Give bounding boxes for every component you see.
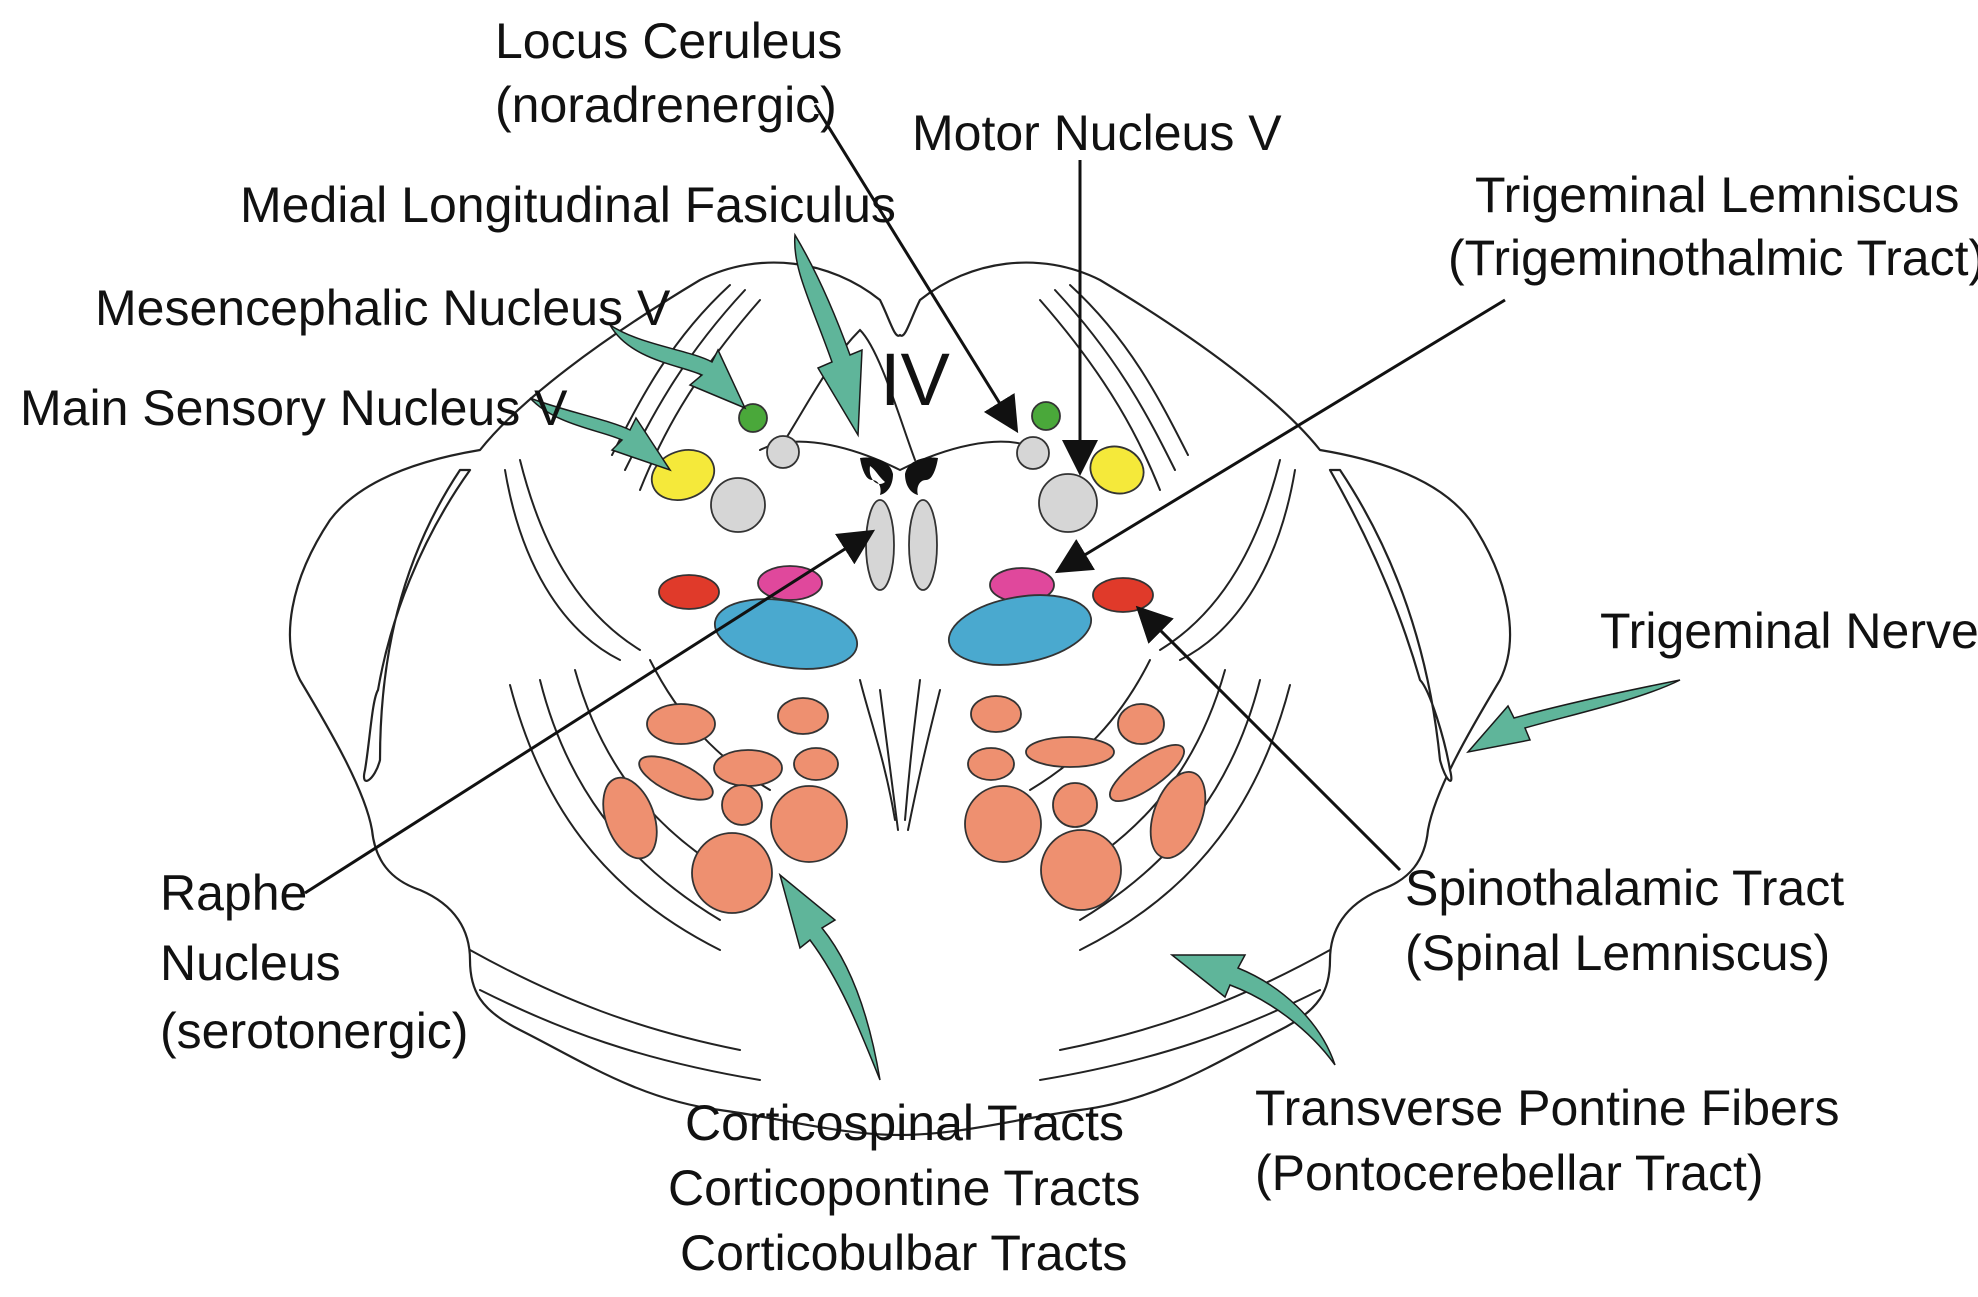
right-raphe-nucleus xyxy=(908,499,938,591)
mesencephalic-label: Mesencephalic Nucleus V xyxy=(95,280,671,336)
right-mesencephalic-nucleus xyxy=(1031,401,1061,431)
left-mesencephalic-nucleus xyxy=(738,403,768,433)
transverse-label-line2: (Pontocerebellar Tract) xyxy=(1255,1145,1764,1201)
right-motor-nucleus xyxy=(1038,473,1098,533)
trigeminal-nerve-label: Trigeminal Nerve xyxy=(1600,603,1978,659)
fourth-ventricle-label: IV xyxy=(880,338,951,421)
motor-nucleus-label: Motor Nucleus V xyxy=(912,105,1282,161)
left-mlf xyxy=(860,457,893,495)
trigeminal-lemniscus-label-line1: Trigeminal Lemniscus xyxy=(1475,167,1959,223)
spinothalamic-label-line1: Spinothalamic Tract xyxy=(1405,860,1844,916)
right-corticospinal-bundles xyxy=(964,695,1207,911)
mesencephalic-arrow-icon xyxy=(609,324,747,410)
right-locus-ceruleus xyxy=(1016,436,1050,470)
left-main-sensory-nucleus xyxy=(650,449,716,501)
right-peduncle-flap xyxy=(1328,468,1453,782)
transverse-arrow-icon xyxy=(1169,954,1336,1066)
mlf-arrow-icon xyxy=(793,232,863,438)
main-sensory-arrow-icon xyxy=(529,397,672,472)
black-pointers xyxy=(304,104,1506,895)
fourth-ventricle-outline xyxy=(784,328,916,461)
locus-ceruleus-label-line1: Locus Ceruleus xyxy=(495,13,842,69)
left-spinothalamic-tract xyxy=(658,574,720,610)
trigeminal-nerve-arrow-icon xyxy=(1466,679,1681,754)
main-sensory-label: Main Sensory Nucleus V xyxy=(20,380,568,436)
mlf-label: Medial Longitudinal Fasiculus xyxy=(240,177,896,233)
cortico-arrow-icon xyxy=(778,872,881,1081)
raphe-pointer xyxy=(304,529,876,895)
locus-ceruleus-pointer xyxy=(813,104,1019,434)
right-medial-lemniscus xyxy=(947,594,1093,666)
left-motor-nucleus xyxy=(710,477,766,533)
left-medial-lemniscus xyxy=(713,598,859,670)
left-locus-ceruleus xyxy=(766,435,800,469)
fourth-ventricle-floor xyxy=(759,440,1041,472)
raphe-label-line1: Raphe xyxy=(160,865,307,921)
green-arrows xyxy=(529,232,1681,1081)
cortico-label-line3: Corticobulbar Tracts xyxy=(680,1225,1127,1281)
left-raphe-nucleus xyxy=(865,499,895,591)
trigeminal-lemniscus-label-line2: (Trigeminothalmic Tract) xyxy=(1448,230,1978,286)
trigeminal-lemniscus-pointer xyxy=(1054,298,1506,574)
raphe-label-line2: Nucleus xyxy=(160,935,341,991)
right-spinothalamic-tract xyxy=(1092,577,1154,613)
left-peduncle-flap xyxy=(362,468,472,782)
raphe-label-line3: (serotonergic) xyxy=(160,1003,468,1059)
cortico-label-line2: Corticopontine Tracts xyxy=(668,1160,1140,1216)
left-corticospinal-bundles xyxy=(602,697,848,914)
right-mlf xyxy=(905,457,938,495)
spinothalamic-label-line2: (Spinal Lemniscus) xyxy=(1405,925,1830,981)
transverse-label-line1: Transverse Pontine Fibers xyxy=(1255,1080,1840,1136)
cortico-label-line1: Corticospinal Tracts xyxy=(685,1095,1124,1151)
locus-ceruleus-label-line2: (noradrenergic) xyxy=(495,77,837,133)
spinothalamic-pointer xyxy=(1135,605,1402,872)
